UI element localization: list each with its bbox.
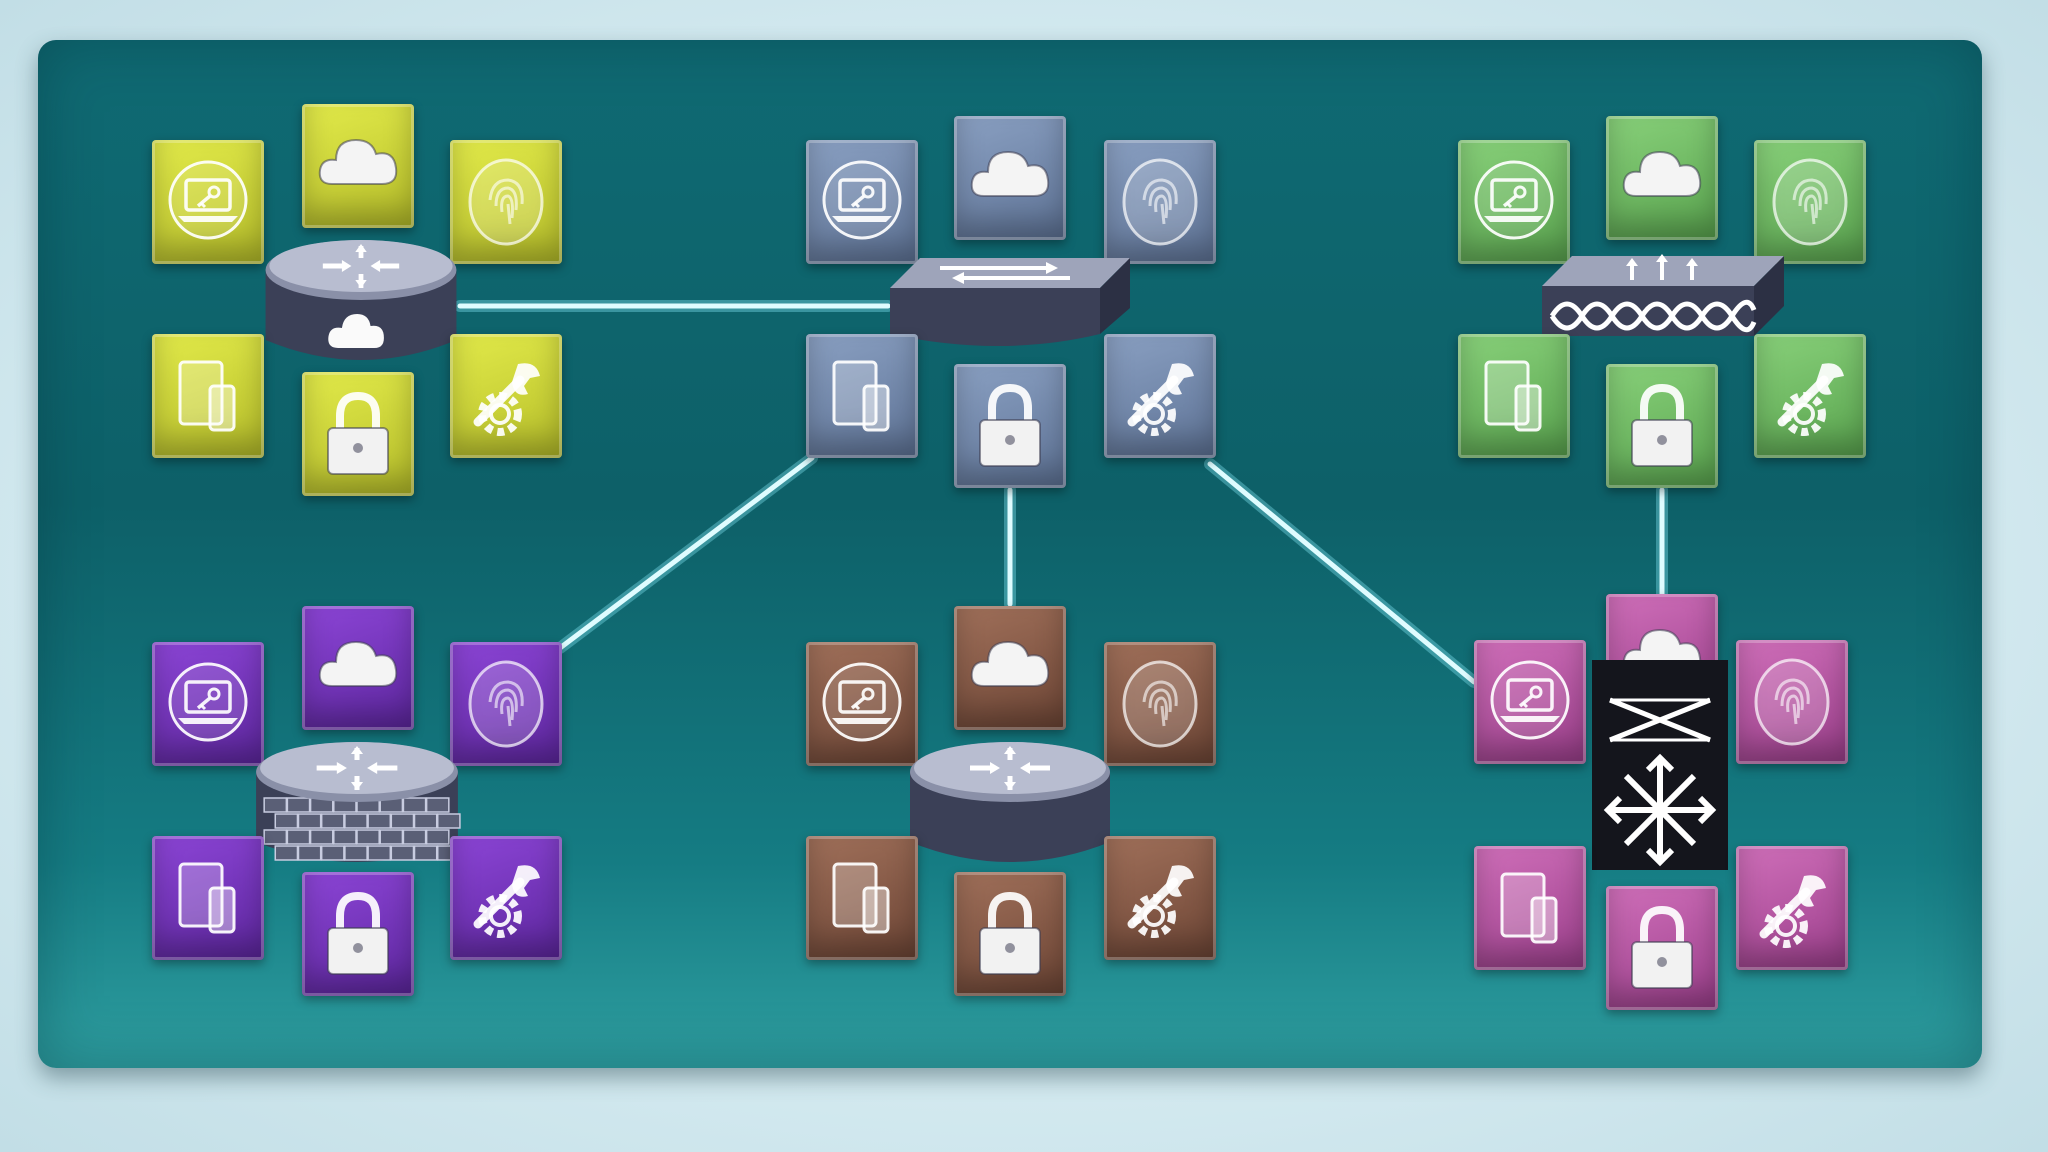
firewall-router-device (246, 732, 468, 872)
fingerprint-icon (468, 158, 544, 246)
tile-padlock-purple (302, 872, 414, 996)
padlock-icon (979, 383, 1041, 467)
tile-padlock-pink (1606, 886, 1718, 1010)
laptop-key-icon (822, 662, 902, 742)
cloud-icon (970, 150, 1050, 197)
tile-tablet-phone-steel (806, 334, 918, 458)
tile-padlock-green (1606, 364, 1718, 488)
laptop-key-icon (1490, 660, 1570, 740)
tile-tablet-phone-yellow (152, 334, 264, 458)
tile-cloud-purple (302, 606, 414, 730)
wrench-gear-icon (1127, 363, 1194, 436)
tablet-phone-icon (832, 360, 890, 432)
tile-fingerprint-pink (1736, 640, 1848, 764)
tile-padlock-brown (954, 872, 1066, 996)
tile-fingerprint-green (1754, 140, 1866, 264)
laptop-key-icon (168, 160, 248, 240)
tablet-phone-icon (1500, 872, 1558, 944)
tablet-phone-icon (178, 360, 236, 432)
cloud-icon (318, 640, 398, 687)
wrench-gear-icon (473, 865, 540, 938)
cloud-icon (1622, 150, 1702, 197)
tile-laptop-key-yellow (152, 140, 264, 264)
tile-laptop-key-brown (806, 642, 918, 766)
tablet-phone-icon (178, 862, 236, 934)
wrench-gear-icon (1127, 865, 1194, 938)
tile-laptop-key-purple (152, 642, 264, 766)
tile-cloud-brown (954, 606, 1066, 730)
tablet-phone-icon (832, 862, 890, 934)
tile-wrench-gear-purple (450, 836, 562, 960)
padlock-icon (1631, 383, 1693, 467)
tile-cloud-yellow (302, 104, 414, 228)
fingerprint-icon (1122, 158, 1198, 246)
tile-wrench-gear-brown (1104, 836, 1216, 960)
laptop-key-icon (1474, 160, 1554, 240)
tile-tablet-phone-brown (806, 836, 918, 960)
tablet-phone-icon (1484, 360, 1542, 432)
tile-wrench-gear-yellow (450, 334, 562, 458)
tile-laptop-key-green (1458, 140, 1570, 264)
switch-device (880, 238, 1140, 368)
fingerprint-icon (1122, 660, 1198, 748)
tile-wrench-gear-green (1754, 334, 1866, 458)
wrench-gear-icon (1759, 875, 1826, 948)
tile-laptop-key-steel (806, 140, 918, 264)
wrench-gear-icon (1777, 363, 1844, 436)
tile-wrench-gear-pink (1736, 846, 1848, 970)
tile-fingerprint-purple (450, 642, 562, 766)
cloud-icon (970, 640, 1050, 687)
tile-tablet-phone-green (1458, 334, 1570, 458)
padlock-icon (979, 891, 1041, 975)
tile-tablet-phone-pink (1474, 846, 1586, 970)
router-cloud-device (256, 230, 466, 370)
tile-cloud-steel (954, 116, 1066, 240)
padlock-icon (1631, 905, 1693, 989)
tile-fingerprint-steel (1104, 140, 1216, 264)
padlock-icon (327, 391, 389, 475)
tile-padlock-yellow (302, 372, 414, 496)
multilayer-switch-device (1580, 650, 1740, 880)
padlock-icon (327, 891, 389, 975)
laptop-key-icon (822, 160, 902, 240)
router-device (900, 732, 1120, 872)
fingerprint-icon (1772, 158, 1848, 246)
tile-fingerprint-brown (1104, 642, 1216, 766)
laptop-key-icon (168, 662, 248, 742)
cloud-icon (318, 138, 398, 185)
tile-fingerprint-yellow (450, 140, 562, 264)
tile-cloud-green (1606, 116, 1718, 240)
tile-padlock-steel (954, 364, 1066, 488)
wireless-controller-device (1532, 236, 1794, 366)
fingerprint-icon (468, 660, 544, 748)
fingerprint-icon (1754, 658, 1830, 746)
tile-laptop-key-pink (1474, 640, 1586, 764)
wrench-gear-icon (473, 363, 540, 436)
tile-tablet-phone-purple (152, 836, 264, 960)
tile-wrench-gear-steel (1104, 334, 1216, 458)
